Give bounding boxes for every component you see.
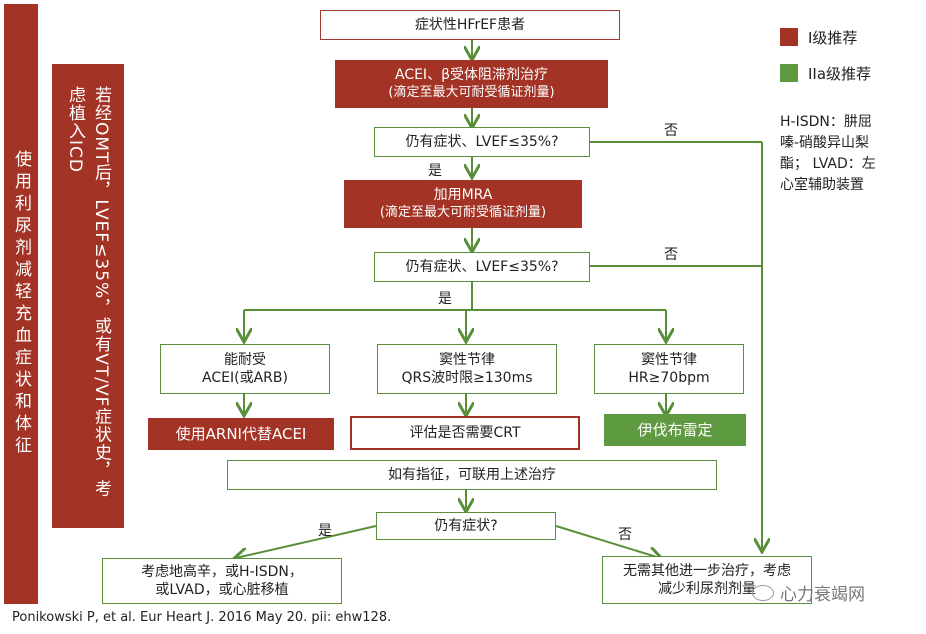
question-2: 仍有症状、LVEF≤35%?	[374, 252, 590, 282]
end-no-line2: 减少利尿剂剂量	[658, 581, 756, 597]
question-1-text: 仍有症状、LVEF≤35%?	[405, 134, 559, 150]
note-line2: 嗪-硝酸异山梨	[780, 135, 870, 151]
legend-item-class-iia: IIa级推荐	[780, 62, 871, 84]
question-3-text: 仍有症状?	[434, 518, 498, 534]
option-acei-tolerated: 能耐受 ACEI(或ARB)	[160, 344, 330, 394]
mra-box: 加用MRA (滴定至最大可耐受循证剂量)	[344, 180, 582, 228]
crt-inner: 评估是否需要CRT	[352, 418, 578, 448]
icd-bar: 若经OMT后，LVEF≤35%，或有VT/VF症状史，考虑植入ICD	[52, 64, 124, 528]
acei-bb-line1: ACEI、β受体阻滞剂治疗	[394, 67, 548, 83]
yes-label-1: 是	[428, 163, 442, 179]
start-text: 症状性HFrEF患者	[414, 17, 526, 33]
ivabradine-text: 伊伐布雷定	[637, 421, 713, 439]
end-yes-box: 考虑地高辛，或H-ISDN， 或LVAD，或心脏移植	[102, 558, 342, 604]
end-yes-line2: 或LVAD，或心脏移植	[155, 582, 289, 598]
crt-text: 评估是否需要CRT	[409, 425, 521, 441]
legend: I级推荐 IIa级推荐	[780, 26, 871, 84]
option-acei-line1: 能耐受	[224, 352, 266, 368]
question-3: 仍有症状?	[376, 512, 556, 540]
icd-bar-text: 若经OMT后，LVEF≤35%，或有VT/VF症状史，考虑植入ICD	[65, 86, 111, 498]
legend-label-class-i: I级推荐	[808, 28, 858, 47]
arni-box: 使用ARNI代替ACEI	[148, 418, 334, 450]
option-qrs: 窦性节律 QRS波时限≥130ms	[377, 344, 557, 394]
option-hr-line1: 窦性节律	[641, 352, 697, 368]
no-label-2: 否	[664, 247, 678, 263]
yes-label-2: 是	[438, 291, 452, 307]
end-no-box: 无需其他进一步治疗，考虑 减少利尿剂剂量	[602, 556, 812, 604]
option-qrs-line2: QRS波时限≥130ms	[401, 370, 533, 386]
question-1: 仍有症状、LVEF≤35%?	[374, 127, 590, 157]
start-box: 症状性HFrEF患者	[320, 10, 620, 40]
legend-swatch-class-iia	[780, 64, 798, 82]
note-line1: H-ISDN：肼屈	[780, 114, 872, 130]
legend-swatch-class-i	[780, 28, 798, 46]
acei-bb-box: ACEI、β受体阻滞剂治疗 (滴定至最大可耐受循证剂量)	[335, 60, 608, 108]
watermark-text: 心力衰竭网	[780, 585, 865, 605]
end-yes-line1: 考虑地高辛，或H-ISDN，	[141, 564, 303, 580]
crt-box: 评估是否需要CRT	[350, 416, 580, 450]
mra-line2: (滴定至最大可耐受循证剂量)	[379, 205, 547, 220]
diuretic-bar-text: 使用利尿剂减轻充血症状和体征	[11, 150, 31, 458]
legend-label-class-iia: IIa级推荐	[808, 64, 872, 83]
question-2-text: 仍有症状、LVEF≤35%?	[405, 259, 559, 275]
wechat-icon	[752, 584, 774, 601]
option-hr-line2: HR≥70bpm	[628, 370, 710, 386]
mra-line1: 加用MRA	[433, 187, 493, 203]
note-line4: 心室辅助装置	[780, 177, 864, 193]
no-label-3: 否	[618, 527, 632, 543]
option-qrs-line1: 窦性节律	[439, 352, 495, 368]
option-hr: 窦性节律 HR≥70bpm	[594, 344, 744, 394]
end-no-line1: 无需其他进一步治疗，考虑	[623, 563, 791, 579]
abbreviation-note: H-ISDN：肼屈 嗪-硝酸异山梨 酯； LVAD：左 心室辅助装置	[780, 112, 920, 196]
option-acei-line2: ACEI(或ARB)	[202, 370, 288, 386]
arni-text: 使用ARNI代替ACEI	[175, 425, 307, 443]
yes-label-3: 是	[318, 523, 332, 539]
note-line3: 酯； LVAD：左	[780, 156, 876, 172]
no-label-1: 否	[664, 123, 678, 139]
citation: Ponikowski P, et al. Eur Heart J. 2016 M…	[12, 610, 392, 625]
diuretic-bar: 使用利尿剂减轻充血症状和体征	[4, 4, 38, 604]
legend-item-class-i: I级推荐	[780, 26, 871, 48]
combine-box: 如有指征，可联用上述治疗	[227, 460, 717, 490]
combine-text: 如有指征，可联用上述治疗	[388, 467, 556, 483]
acei-bb-line2: (滴定至最大可耐受循证剂量)	[388, 85, 555, 100]
ivabradine-box: 伊伐布雷定	[604, 414, 746, 446]
watermark: 心力衰竭网	[752, 580, 865, 605]
